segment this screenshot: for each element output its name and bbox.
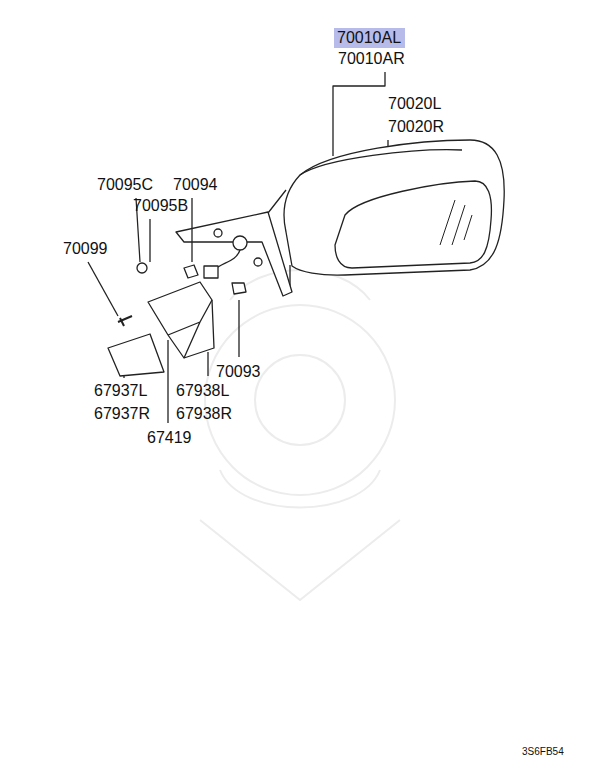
highlighted-part-number: 70010AL xyxy=(334,28,405,48)
part-number: 70020R xyxy=(388,118,444,135)
inner-cover xyxy=(148,282,214,358)
label-holder: 70010AR xyxy=(338,50,405,68)
label-holder: 70020L xyxy=(388,95,441,113)
label-holder: 67938R xyxy=(176,405,232,423)
label-holder: 70095B xyxy=(133,197,188,215)
part-number: 70010AR xyxy=(338,50,405,67)
part-number: 70094 xyxy=(173,176,218,193)
part-number: 67938L xyxy=(176,382,229,399)
leader-line xyxy=(238,300,239,357)
part-number: 70099 xyxy=(63,240,108,257)
label-holder: 70094 xyxy=(173,176,218,194)
part-number: 70020L xyxy=(388,95,441,112)
part-number: 70095C xyxy=(97,176,153,193)
part-number: 70095B xyxy=(133,197,188,214)
label-holder: 67419 xyxy=(147,429,192,447)
label-holder: 70020R xyxy=(388,118,444,136)
label-holder: 67937R xyxy=(94,405,150,423)
leader-line xyxy=(88,262,118,316)
part-number: 67419 xyxy=(147,429,192,446)
label-holder: 3S6FB54 xyxy=(522,741,564,761)
leader-line xyxy=(333,72,385,156)
part-number: 67937R xyxy=(94,405,150,422)
base-plate xyxy=(176,212,292,296)
part-number: 70093 xyxy=(216,363,261,380)
part-number: 67938R xyxy=(176,405,232,422)
label-holder: 70095C xyxy=(97,176,153,194)
label-holder: 67938L xyxy=(176,382,229,400)
mirror-housing xyxy=(284,140,504,275)
label-holder: 70093 xyxy=(216,363,261,381)
part-number: 67937L xyxy=(94,382,147,399)
watermark xyxy=(200,270,400,600)
label-holder: 70099 xyxy=(63,240,108,258)
leader-line xyxy=(149,219,150,262)
leader-line xyxy=(191,198,192,262)
drawing-code: 3S6FB54 xyxy=(522,746,564,757)
outer-cover xyxy=(108,334,164,376)
leader-line xyxy=(207,352,208,376)
part-number: 70010AL xyxy=(337,29,402,47)
label-holder: 67937L xyxy=(94,382,147,400)
leader-line xyxy=(167,340,168,423)
mirror-glass xyxy=(335,181,491,268)
